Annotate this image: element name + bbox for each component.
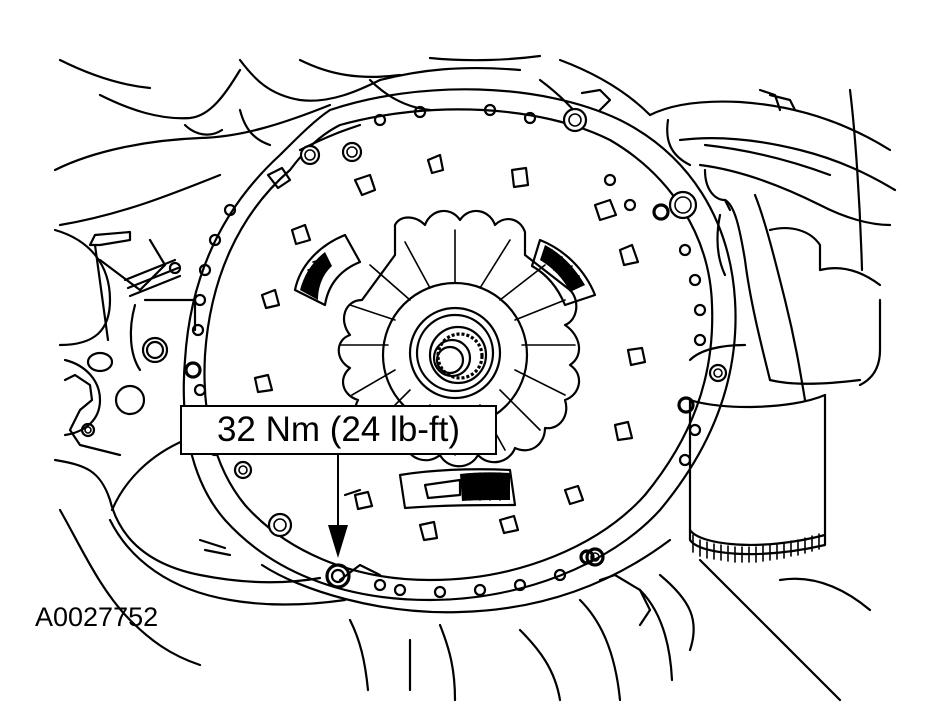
callout-arrow xyxy=(328,455,348,558)
bolt xyxy=(710,365,726,381)
bolt xyxy=(679,398,693,412)
bolt xyxy=(186,363,200,377)
mounting-bolts xyxy=(186,109,726,587)
flywheel-holes xyxy=(193,105,705,597)
bolt xyxy=(587,549,603,565)
figure-id-label: A0027752 xyxy=(35,602,159,632)
torque-spec-label: 32 Nm (24 lb-ft) xyxy=(216,410,461,449)
bolt xyxy=(581,551,593,563)
damper-springs xyxy=(295,235,595,508)
bolt xyxy=(301,146,319,164)
bolt xyxy=(235,462,251,478)
bolt xyxy=(269,514,291,536)
bolt xyxy=(564,109,586,131)
bolt xyxy=(343,143,361,161)
bolt xyxy=(654,205,668,219)
spline-teeth xyxy=(693,534,819,562)
transmission-housing xyxy=(55,56,870,700)
misc-details xyxy=(200,80,610,580)
center-hub xyxy=(410,308,500,398)
torque-spec-callout: 32 Nm (24 lb-ft) xyxy=(180,405,497,455)
cylindrical-component xyxy=(690,345,825,562)
pressure-plate-cover xyxy=(184,89,736,612)
bolt xyxy=(670,192,696,218)
hose-assembly xyxy=(650,90,895,400)
